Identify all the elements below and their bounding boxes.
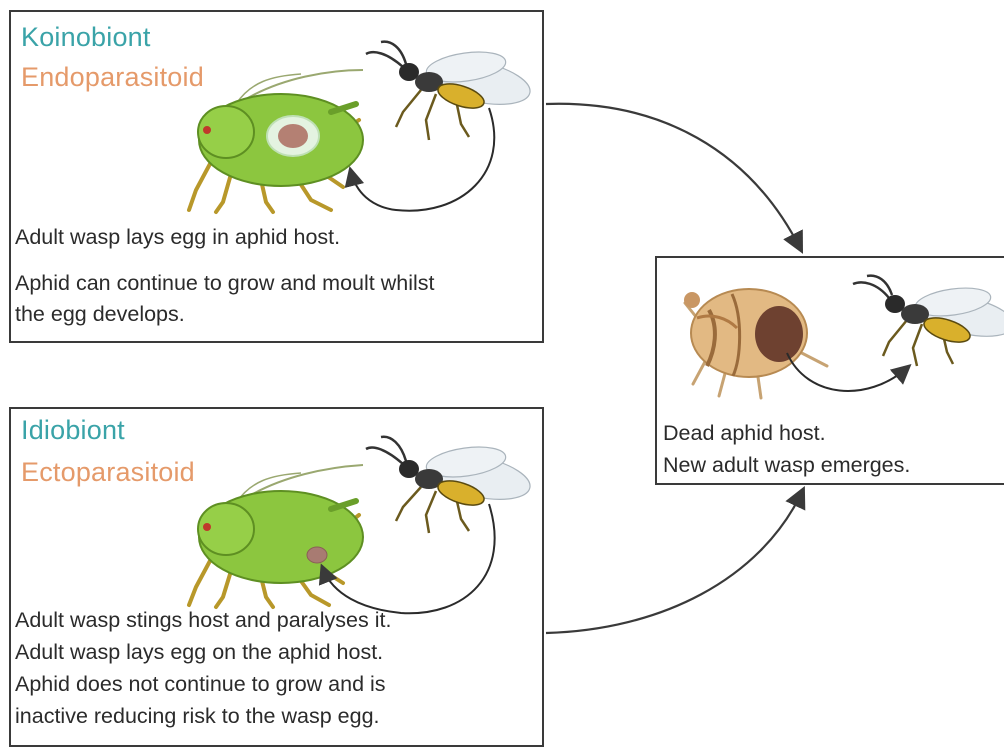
wasp-illustration <box>11 409 544 629</box>
koinobiont-panel: Koinobiont Endoparasitoid <box>9 10 544 343</box>
koinobiont-text-line2a: Aphid can continue to grow and moult whi… <box>15 268 435 299</box>
wasp-illustration <box>11 12 544 232</box>
outcome-text-line2: New adult wasp emerges. <box>663 450 910 481</box>
outcome-panel: Dead aphid host. New adult wasp emerges. <box>655 256 1004 485</box>
idiobiont-text-line1: Adult wasp stings host and paralyses it. <box>15 605 391 636</box>
koinobiont-text-line1: Adult wasp lays egg in aphid host. <box>15 222 340 253</box>
arrow-top-to-outcome <box>546 104 800 248</box>
idiobiont-text-line2: Adult wasp lays egg on the aphid host. <box>15 637 383 668</box>
idiobiont-panel: Idiobiont Ectoparasitoid <box>9 407 544 747</box>
koinobiont-text-line2b: the egg develops. <box>15 299 185 330</box>
arrow-bottom-to-outcome <box>546 492 802 633</box>
idiobiont-text-line4: inactive reducing risk to the wasp egg. <box>15 701 380 732</box>
idiobiont-text-line3: Aphid does not continue to grow and is <box>15 669 386 700</box>
outcome-text-line1: Dead aphid host. <box>663 418 826 449</box>
